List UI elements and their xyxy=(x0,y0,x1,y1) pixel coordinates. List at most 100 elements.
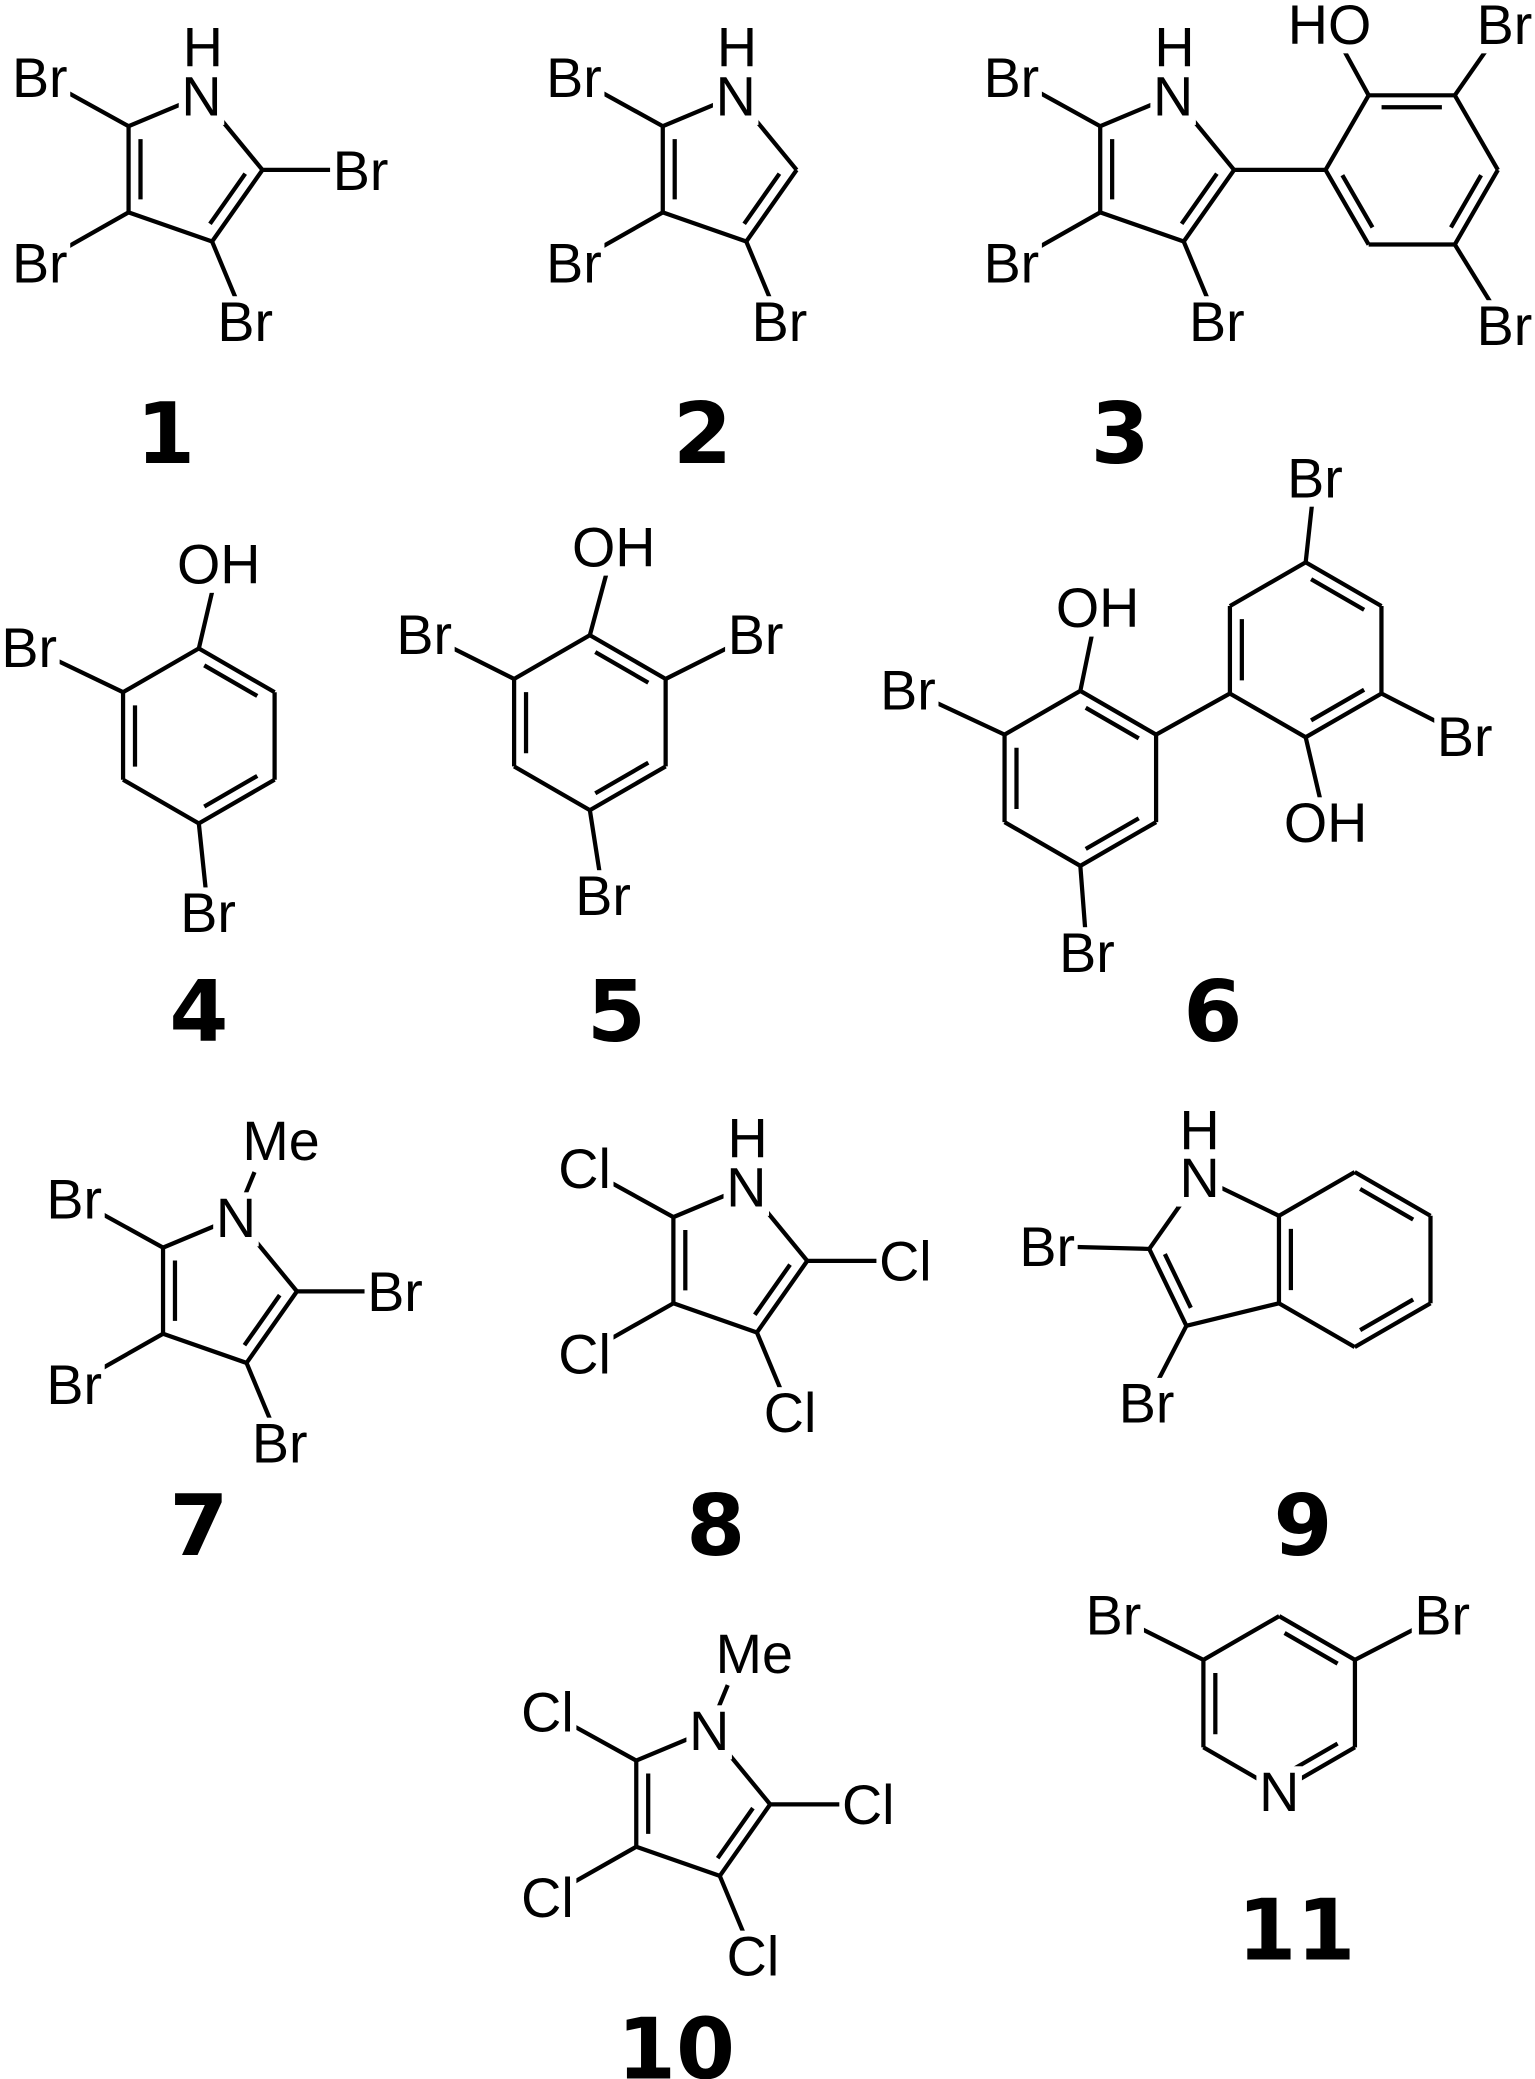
bond xyxy=(588,764,667,813)
label-background xyxy=(1116,1377,1178,1432)
bond xyxy=(1277,1170,1356,1218)
label-background xyxy=(393,609,455,664)
compound-number: 11 xyxy=(1237,1881,1355,1980)
atom-label-n: N xyxy=(689,1700,729,1762)
atom-label-br: Br xyxy=(1437,706,1493,768)
bond xyxy=(1452,168,1500,246)
double-bond-inner-line xyxy=(1179,172,1219,226)
bond xyxy=(1079,689,1158,737)
label-background xyxy=(543,237,605,292)
bond xyxy=(755,1259,810,1334)
atom-label-h: H xyxy=(717,17,757,79)
label-background xyxy=(714,21,760,76)
compound-number: 9 xyxy=(1274,1477,1333,1576)
label-background xyxy=(518,1872,577,1927)
double-bond-inner-line xyxy=(242,1293,282,1347)
label-background xyxy=(569,521,659,576)
compound-number: 4 xyxy=(169,963,228,1062)
bond xyxy=(1323,168,1371,246)
double-bond-inner-line xyxy=(715,1806,755,1860)
atom-label-br: Br xyxy=(546,233,602,295)
atom-label-br: Br xyxy=(1059,922,1115,984)
atom-label-n: N xyxy=(1180,1147,1220,1209)
bond xyxy=(672,1301,758,1335)
label-background xyxy=(686,1705,732,1760)
double-bond-inner-line xyxy=(1340,174,1375,229)
bond xyxy=(662,210,747,244)
label-background xyxy=(877,664,939,719)
atom-label-ho: HO xyxy=(1288,0,1371,56)
bond xyxy=(1228,560,1307,608)
bond xyxy=(1003,689,1082,737)
label-background xyxy=(839,1779,898,1834)
bond xyxy=(1147,1248,1189,1327)
bond xyxy=(1003,820,1082,868)
compound-number: 6 xyxy=(1183,963,1242,1062)
atom-label-br: Br xyxy=(546,47,602,109)
atom-label-br: Br xyxy=(180,882,236,944)
bond xyxy=(244,1290,299,1365)
label-background xyxy=(1176,1152,1223,1207)
bond xyxy=(1277,1301,1356,1349)
atom-label-cl: Cl xyxy=(842,1774,895,1836)
label-background xyxy=(364,1266,426,1321)
atom-label-br: Br xyxy=(752,291,808,353)
double-bond-inner-line xyxy=(1084,816,1140,851)
atom-label-br: Br xyxy=(252,1412,308,1474)
label-background xyxy=(1053,582,1142,637)
label-background xyxy=(9,237,71,292)
bond xyxy=(513,633,591,681)
atom-label-br: Br xyxy=(1019,1216,1075,1278)
double-bond-inner-line xyxy=(1449,174,1483,229)
compound-4 xyxy=(28,563,277,913)
atom-label-br: Br xyxy=(1477,0,1533,56)
label-background xyxy=(1082,1589,1144,1645)
compound-6 xyxy=(907,477,1466,953)
label-background xyxy=(761,1387,819,1442)
compound-2 xyxy=(572,75,799,322)
atom-label-br: Br xyxy=(367,1261,423,1323)
atom-label-cl: Cl xyxy=(879,1231,932,1293)
label-background xyxy=(980,52,1042,107)
label-background xyxy=(239,1115,323,1170)
label-background xyxy=(555,1143,614,1198)
label-background xyxy=(43,1173,105,1228)
label-background xyxy=(180,21,226,76)
atom-label-oh: OH xyxy=(572,516,655,578)
atom-label-cl: Cl xyxy=(558,1138,611,1200)
compound-number: 3 xyxy=(1091,385,1150,484)
double-bond-inner-line xyxy=(203,774,259,809)
label-background xyxy=(980,237,1042,292)
label-background xyxy=(1474,0,1535,54)
bond xyxy=(127,210,213,244)
label-background xyxy=(1150,70,1196,125)
atom-label-br: Br xyxy=(1414,1585,1470,1647)
label-background xyxy=(723,1161,770,1216)
label-background xyxy=(0,622,60,677)
label-background xyxy=(1056,927,1118,982)
bond xyxy=(513,764,591,813)
label-background xyxy=(725,609,787,664)
bond xyxy=(1079,820,1158,868)
atom-label-n: N xyxy=(216,1187,256,1249)
bond xyxy=(1304,691,1383,740)
label-background xyxy=(174,538,264,593)
atom-label-oh: OH xyxy=(1056,577,1139,639)
atom-label-br: Br xyxy=(333,140,389,202)
label-background xyxy=(724,1112,771,1167)
compound-number: 2 xyxy=(673,385,732,484)
double-bond-inner-line xyxy=(753,1263,792,1316)
label-background xyxy=(1281,797,1370,852)
label-background xyxy=(178,70,225,125)
atom-label-h: H xyxy=(728,1107,768,1169)
bond xyxy=(1181,168,1236,243)
bond xyxy=(635,1844,721,1878)
bond xyxy=(1304,560,1383,608)
